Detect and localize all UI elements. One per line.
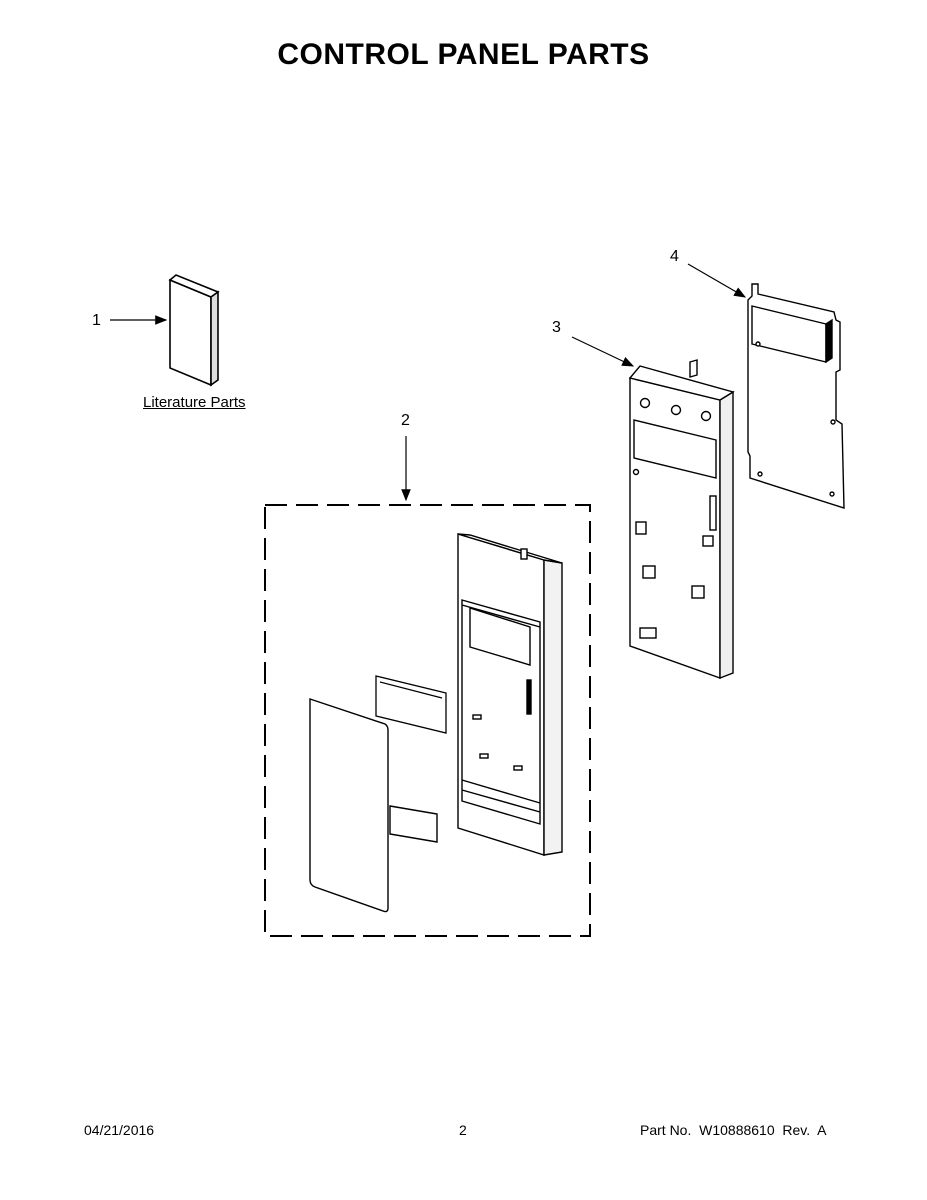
callout-4: 4 [670,248,679,265]
leader-arrow-4 [687,263,747,298]
footer-page-number: 2 [459,1122,467,1138]
control-panel-bracket [628,359,735,680]
control-circuit-board [747,283,845,509]
footer-part-number: Part No. W10888610 Rev. A [640,1122,827,1138]
literature-parts-link[interactable]: Literature Parts [143,394,246,411]
kit-outline-box [264,504,591,937]
display-window-piece [375,675,447,734]
leader-arrow-3 [571,336,635,367]
console-front-panel [457,533,563,856]
callout-2: 2 [401,412,410,429]
keypad-membrane [309,698,438,913]
callout-3: 3 [552,319,561,336]
literature-booklet [168,274,220,387]
footer-date: 04/21/2016 [84,1122,155,1138]
page-title: CONTROL PANEL PARTS [277,38,650,71]
callout-1: 1 [92,312,101,329]
